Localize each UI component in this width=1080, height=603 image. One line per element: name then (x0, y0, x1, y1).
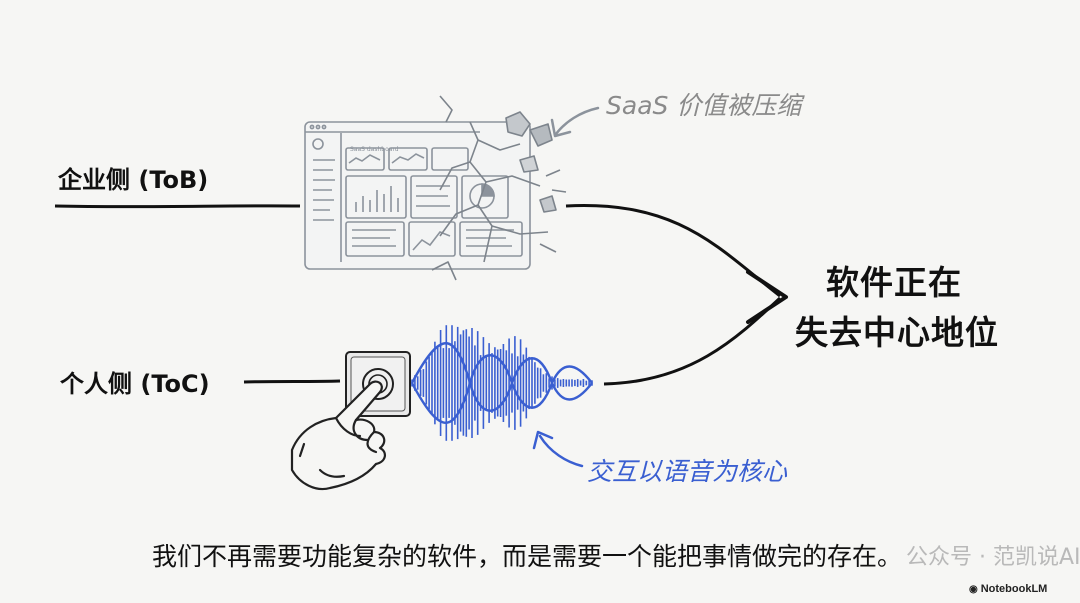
dashboard-title: SaaS dashboard (350, 146, 399, 153)
toc-flow-curve (603, 296, 782, 386)
tob-flow-curve (565, 204, 781, 298)
dashboard-sketch (304, 121, 531, 270)
notebooklm-brand-text: NotebookLM (980, 583, 1048, 595)
tob-label: 企业侧 (ToB) (58, 166, 209, 194)
pointing-hand-icon (290, 380, 386, 491)
saas-note-arrow (554, 106, 600, 136)
waveform-envelope (410, 342, 593, 412)
watermark: 公众号 · 范凯说AI (906, 545, 1080, 570)
result-title-line2: 失去中心地位 (795, 313, 999, 352)
saas-note: SaaS 价值被压缩 (606, 91, 802, 120)
crack-sketch (431, 95, 567, 281)
toc-input-line (243, 379, 341, 384)
result-title-line1: 软件正在 (826, 263, 962, 302)
voice-note-arrow (538, 434, 584, 468)
voice-note: 交互以语音为核心 (587, 457, 788, 486)
caption: 我们不再需要功能复杂的软件，而是需要一个能把事情做完的存在。 (152, 542, 903, 571)
notebooklm-logo-icon: ◉ (969, 584, 978, 595)
tob-input-line (54, 204, 301, 209)
result-arrowhead (746, 270, 788, 324)
toc-label: 个人侧 (ToC) (60, 370, 210, 398)
dashboard-title-holder: SaaS dashboard (350, 146, 399, 153)
waveform-envelope (410, 354, 593, 424)
notebooklm-brand: ◉NotebookLM (969, 583, 1047, 595)
voice-waveform (410, 325, 593, 441)
